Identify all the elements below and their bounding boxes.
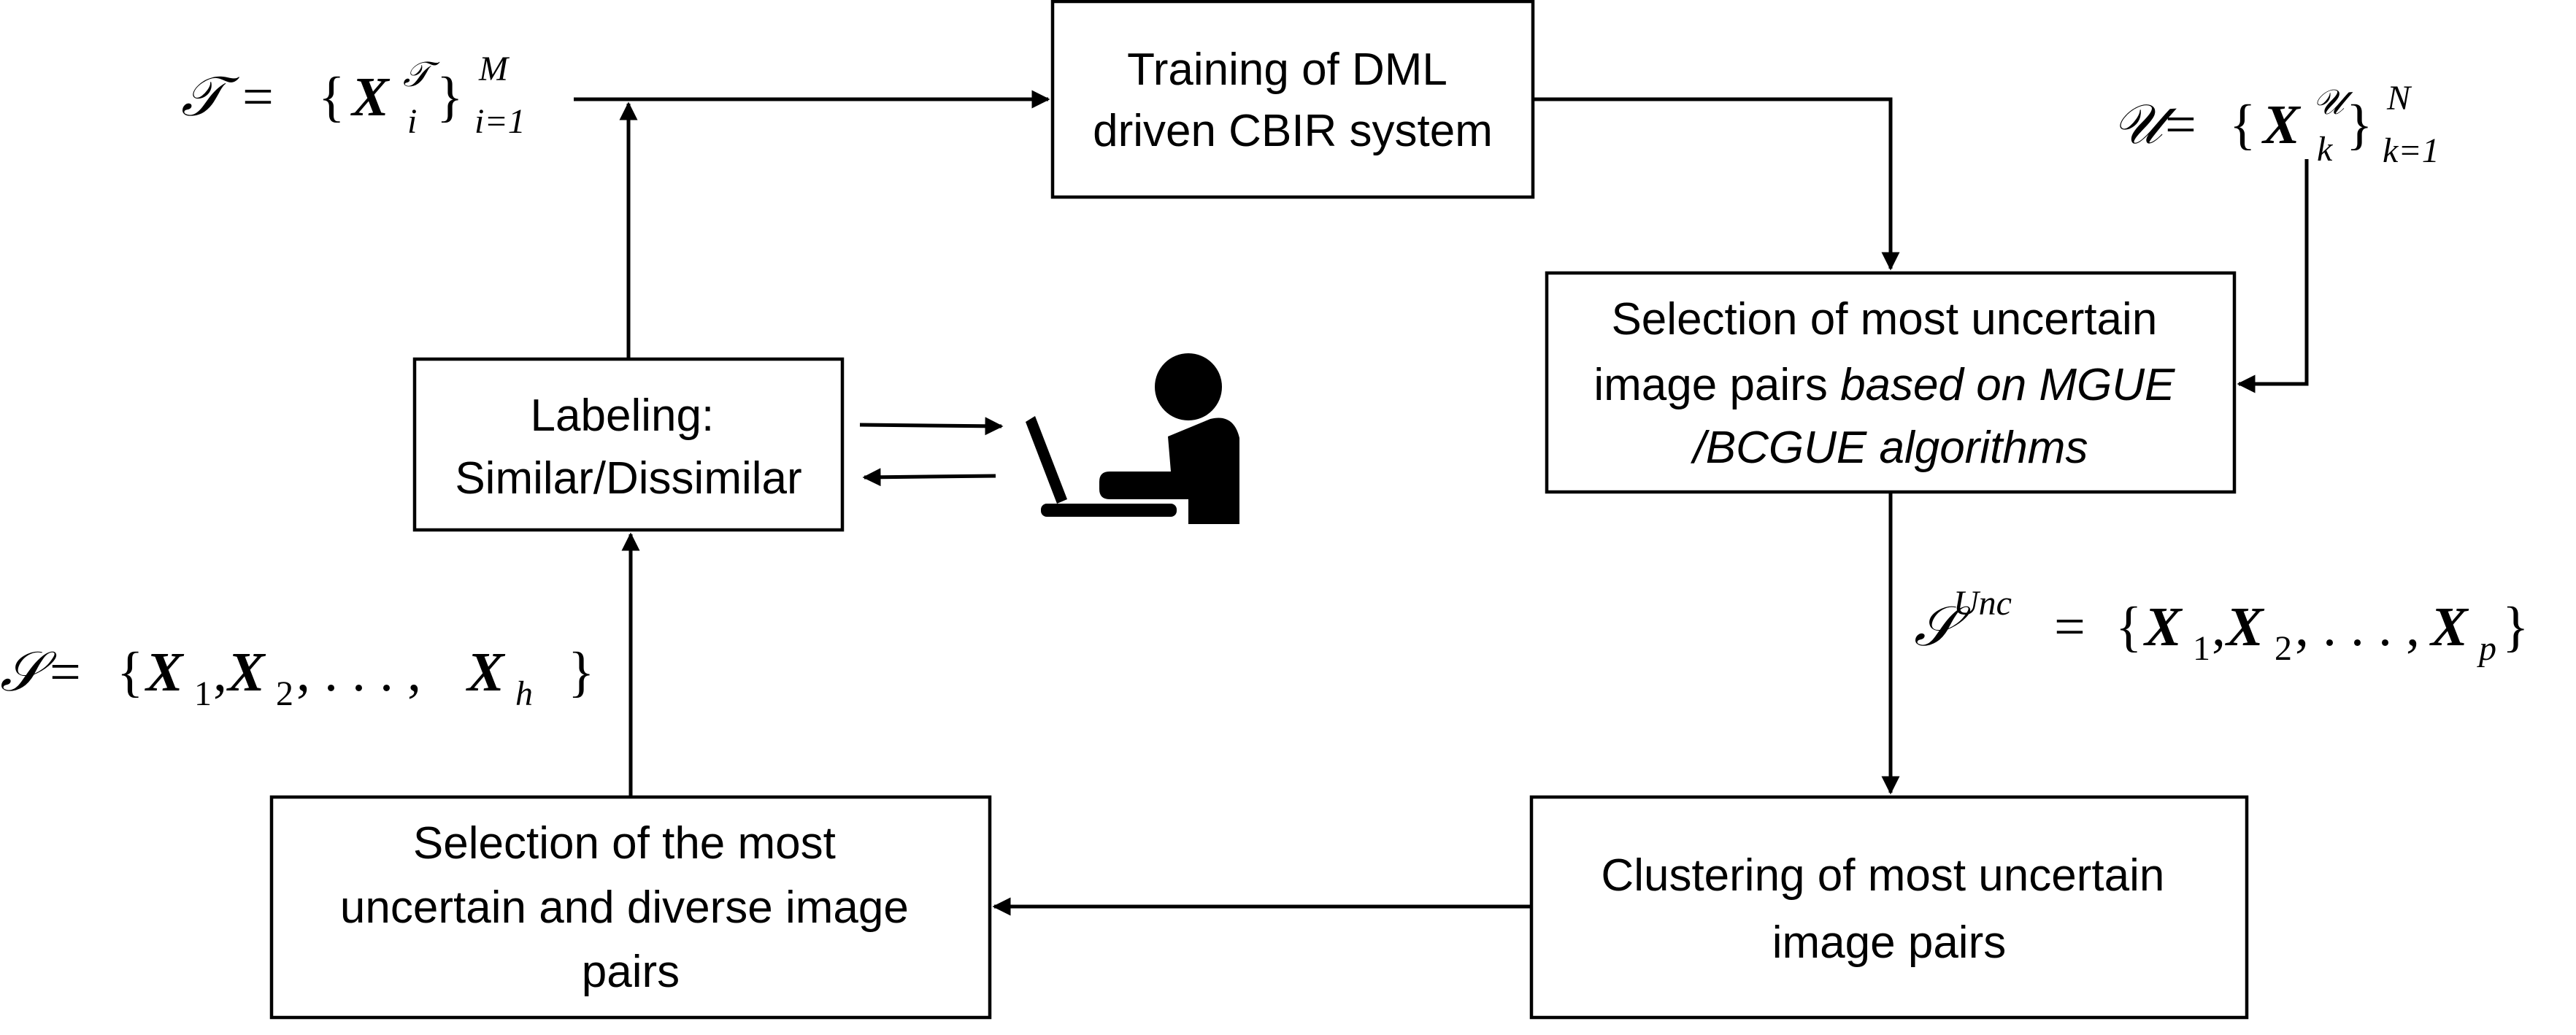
selection-diverse-box: Selection of the most uncertain and dive… <box>269 795 992 1020</box>
svg-text:N: N <box>2386 79 2412 118</box>
svg-text:=: = <box>50 642 81 703</box>
svg-text:1: 1 <box>2193 629 2210 668</box>
unlabeled-set-label: 𝒰 = { X 𝒰 k } N k=1 <box>2112 79 2439 170</box>
svg-text:, . . . ,: , . . . , <box>2295 596 2420 658</box>
selection-diverse-line-3: pairs <box>582 947 680 997</box>
svg-text:𝒰 = { X: 𝒰 = { X <box>2112 91 2302 156</box>
selection-diverse-line-1: Selection of the most <box>413 818 836 869</box>
svg-text:Clustering of most uncertain: Clustering of most uncertain image pairs <box>1601 850 2177 968</box>
svg-text:}: } <box>2346 94 2372 155</box>
arrow-labeling-to-annotator <box>859 417 1004 436</box>
svg-text:i=1: i=1 <box>474 102 526 141</box>
svg-text:p: p <box>2477 629 2496 668</box>
svg-text:=: = <box>2054 596 2085 658</box>
labeling-box-line-1: Labeling: <box>531 390 715 441</box>
svg-text:X: X <box>226 642 266 703</box>
svg-text:Selection of most uncertain: Selection of most uncertain image pairs … <box>1593 294 2187 473</box>
svg-text:M: M <box>478 50 510 88</box>
svg-text:Labeling: Similar/Dissim: Labeling: Similar/Dissimilar <box>455 390 801 504</box>
svg-text:X: X <box>2225 596 2265 658</box>
svg-text:2: 2 <box>2275 629 2292 668</box>
svg-text:Training of DML driven C: Training of DML driven CBIR system <box>1093 45 1493 156</box>
svg-text:𝒯 = { X: 𝒯 = { X <box>181 64 391 128</box>
selected-set-label: 𝒮 = { X 1 , X 2 , . . . , X h } <box>0 639 594 713</box>
arrow-training-to-selection <box>1533 97 1900 271</box>
svg-text:, . . . ,: , . . . , <box>296 642 421 703</box>
uncertain-set-label: 𝒮 Unc = { X 1 , X 2 , . . . , X p } <box>1914 584 2529 668</box>
svg-text:,: , <box>213 642 227 703</box>
selection-uncertain-box: Selection of most uncertain image pairs … <box>1545 271 2237 494</box>
training-box-line-1: Training of DML <box>1127 45 1446 95</box>
svg-text:}: } <box>568 642 594 703</box>
clustering-box: Clustering of most uncertain image pairs <box>1529 795 2249 1020</box>
svg-text:{: { <box>2115 596 2142 658</box>
selection-uncertain-line-2-italic: based on MGUE <box>1840 360 2175 410</box>
svg-text:{: { <box>117 642 143 703</box>
svg-text:X: X <box>145 642 185 703</box>
labeling-box: Labeling: Similar/Dissimilar <box>412 357 845 532</box>
training-box: Training of DML driven CBIR system <box>1050 0 1535 199</box>
clustering-box-line-2: image pairs <box>1772 917 2006 968</box>
svg-text:2: 2 <box>276 674 293 713</box>
svg-text:𝒮: 𝒮 <box>0 639 57 704</box>
svg-text:𝒯: 𝒯 <box>403 54 440 95</box>
svg-text:}: } <box>437 66 463 128</box>
svg-text:Unc: Unc <box>1953 584 2012 623</box>
svg-text:Selection of the most un: Selection of the most uncertain and dive… <box>340 818 921 997</box>
training-set-label: 𝒯 = { X 𝒯 i } M i=1 <box>181 50 526 141</box>
clustering-box-line-1: Clustering of most uncertain <box>1601 850 2164 901</box>
selection-uncertain-line-3: /BCGUE algorithms <box>1691 423 2088 473</box>
svg-text:}: } <box>2502 596 2529 658</box>
svg-text:h: h <box>515 674 533 713</box>
svg-text:X: X <box>2143 596 2183 658</box>
person-at-laptop-icon <box>1026 353 1239 524</box>
labeling-box-line-2: Similar/Dissimilar <box>455 453 801 504</box>
svg-text:k=1: k=1 <box>2383 131 2439 170</box>
selection-diverse-line-2: uncertain and diverse image <box>340 882 909 933</box>
svg-text:,: , <box>2212 596 2226 658</box>
svg-text:k: k <box>2317 130 2334 169</box>
selection-uncertain-line-2-plain: image pairs <box>1593 360 1840 410</box>
svg-text:X: X <box>466 642 506 703</box>
training-box-line-2: driven CBIR system <box>1093 106 1493 156</box>
svg-text:i: i <box>407 102 417 141</box>
arrow-annotator-to-labeling <box>862 468 996 487</box>
svg-text:1: 1 <box>194 674 212 713</box>
selection-uncertain-line-1: Selection of most uncertain <box>1611 294 2157 345</box>
arrow-unlabeled-to-selection <box>2237 159 2309 393</box>
svg-text:X: X <box>2429 596 2469 658</box>
